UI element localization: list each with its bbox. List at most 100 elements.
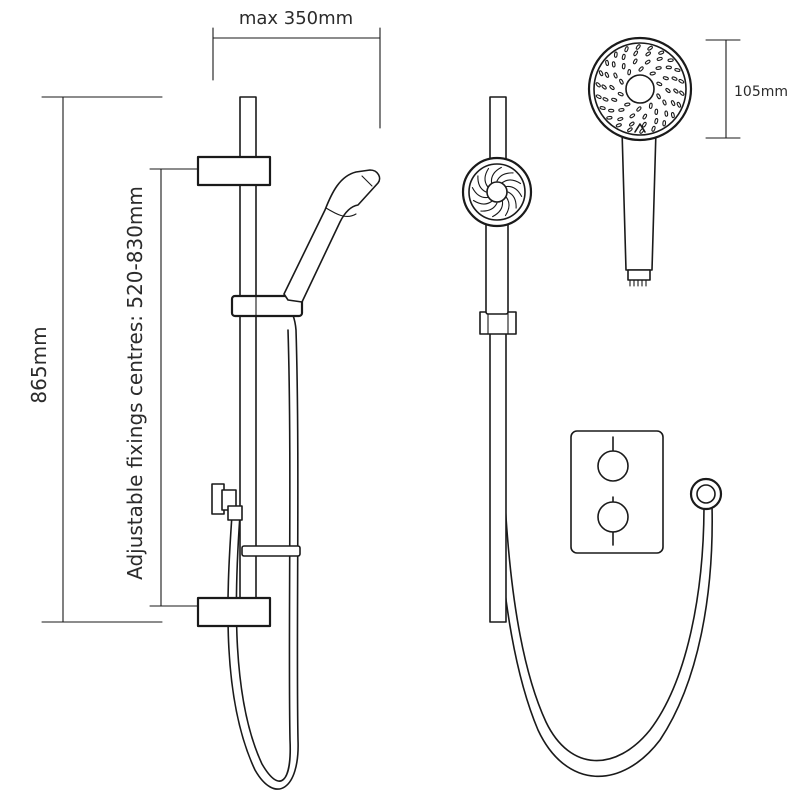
- side-spray-head: [461, 156, 533, 228]
- spray-nozzle: [665, 65, 672, 70]
- spray-nozzle: [638, 66, 644, 72]
- spray-nozzle: [595, 94, 602, 99]
- spray-nozzle: [595, 82, 601, 88]
- fixing-centres-label: Adjustable fixings centres: 520-830mm: [123, 186, 147, 580]
- spray-nozzle: [606, 115, 613, 120]
- spray-nozzle: [611, 61, 616, 68]
- spray-nozzle: [645, 51, 651, 57]
- spray-nozzle: [601, 84, 607, 90]
- spray-nozzle: [679, 90, 685, 96]
- upper-control-knob: [597, 436, 629, 482]
- spray-nozzle: [604, 71, 610, 78]
- total-height-label: 865mm: [27, 326, 51, 403]
- spray-nozzle: [664, 110, 669, 117]
- spray-nozzle: [656, 81, 663, 87]
- valve-plate: [570, 430, 664, 554]
- slider-bracket: [230, 294, 304, 318]
- top-wall-bracket: [196, 155, 272, 187]
- spray-nozzle: [654, 108, 659, 115]
- handset-detail: 105mm: [587, 36, 788, 287]
- spray-nozzle: [649, 71, 656, 76]
- spray-nozzle: [642, 113, 648, 120]
- spray-nozzle: [624, 102, 631, 107]
- spray-nozzle: [676, 101, 682, 108]
- spray-swirl-line: [505, 185, 523, 197]
- spray-nozzle: [629, 121, 635, 127]
- spray-nozzle: [636, 106, 642, 112]
- lower-control-knob: [597, 496, 629, 546]
- spray-nozzle: [662, 99, 667, 106]
- spray-nozzle: [658, 50, 665, 55]
- head-diameter-label: 105mm: [734, 84, 788, 100]
- spray-nozzle: [619, 78, 624, 85]
- spray-nozzle: [599, 106, 606, 110]
- front-handset: [283, 169, 381, 303]
- spray-nozzle: [644, 59, 651, 65]
- spray-nozzle: [609, 84, 615, 91]
- fixing-centres-dimension: Adjustable fixings centres: 520-830mm: [123, 168, 199, 607]
- spray-swirl-line: [490, 166, 502, 184]
- spray-swirl-line: [472, 199, 493, 205]
- spray-nozzle: [613, 72, 618, 79]
- spray-nozzle: [674, 68, 681, 72]
- spray-nozzle: [633, 50, 639, 57]
- spray-nozzle: [617, 117, 624, 122]
- bottom-wall-bracket: [196, 596, 272, 628]
- spray-nozzle: [671, 76, 678, 81]
- spray-nozzle: [673, 88, 679, 94]
- spray-nozzle: [605, 59, 610, 67]
- spray-swirl-line: [496, 172, 514, 182]
- spray-nozzle: [617, 91, 624, 97]
- spray-swirl-line: [471, 187, 489, 199]
- side-view-rail: [461, 96, 713, 778]
- spray-nozzle: [651, 125, 656, 132]
- max-width-dimension: max 350mm: [212, 8, 381, 129]
- spray-swirl-line: [501, 179, 522, 185]
- spray-nozzle: [656, 93, 661, 100]
- spray-nozzle: [662, 120, 667, 127]
- spray-nozzle: [615, 123, 622, 128]
- spray-nozzle: [670, 100, 676, 107]
- soap-dish: [241, 545, 301, 557]
- spray-nozzle: [629, 113, 636, 119]
- spray-nozzle: [665, 87, 671, 94]
- spray-nozzle: [627, 127, 633, 133]
- spray-nozzle: [678, 79, 685, 84]
- wall-outlet-elbow: [211, 483, 243, 521]
- spray-nozzle: [608, 108, 615, 113]
- spray-nozzle: [641, 121, 647, 128]
- spray-nozzle: [621, 63, 626, 70]
- spray-nozzle: [667, 58, 674, 63]
- spray-swirl-line: [477, 175, 487, 193]
- spray-nozzle: [662, 76, 669, 81]
- max-width-label: max 350mm: [239, 8, 353, 29]
- spray-nozzle: [647, 45, 653, 51]
- front-hose: [227, 305, 299, 790]
- spray-swirl-line: [504, 196, 510, 217]
- front-view-riser-kit: [196, 96, 381, 790]
- spray-nozzle: [655, 66, 662, 70]
- spray-nozzle: [621, 53, 626, 60]
- spray-nozzle: [627, 69, 632, 76]
- spray-nozzle: [598, 70, 604, 77]
- spray-nozzle: [648, 102, 653, 109]
- spray-swirl-line: [480, 202, 498, 212]
- wall-outlet: [689, 477, 723, 511]
- spray-nozzle: [632, 58, 638, 65]
- spray-nozzle: [611, 97, 618, 102]
- spray-nozzle: [602, 97, 609, 102]
- spray-swirl-line: [507, 191, 517, 209]
- spray-nozzle: [654, 118, 659, 125]
- spray-nozzle: [656, 56, 663, 61]
- side-hose: [491, 335, 713, 778]
- total-height-dimension: 865mm: [27, 96, 163, 623]
- spray-swirl-line: [492, 200, 504, 218]
- spray-nozzle: [613, 51, 618, 58]
- spray-nozzle: [624, 46, 629, 53]
- spray-nozzle: [635, 44, 641, 50]
- spray-nozzle: [618, 108, 625, 112]
- spray-swirl-line: [484, 167, 490, 188]
- thermostatic-valve: [570, 430, 664, 554]
- spray-nozzle: [670, 111, 675, 119]
